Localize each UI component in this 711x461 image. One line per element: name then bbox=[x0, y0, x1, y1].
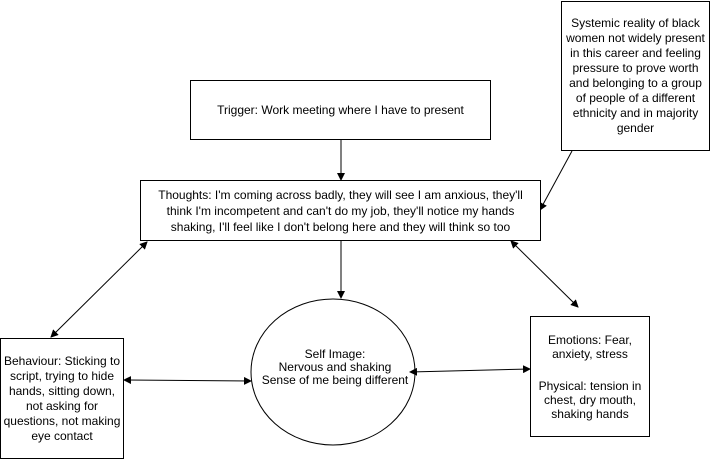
arrow-behaviour-selfimage bbox=[123, 376, 252, 385]
arrow-selfimage-emotions bbox=[409, 365, 531, 376]
self-image-label: Self Image: Nervous and shaking Sense of… bbox=[260, 348, 410, 387]
arrow-thoughts-behaviour bbox=[50, 241, 148, 338]
thoughts-text: Thoughts: I'm coming across badly, they … bbox=[158, 187, 523, 234]
systemic-text: Systemic reality of black women not wide… bbox=[566, 16, 705, 135]
behaviour-box: Behaviour: Sticking to script, trying to… bbox=[0, 338, 124, 459]
arrow-systemic-thoughts bbox=[539, 150, 573, 211]
self-image-title: Self Image: bbox=[304, 347, 366, 361]
emotions-box: Emotions: Fear, anxiety, stress Physical… bbox=[530, 316, 650, 437]
trigger-box: Trigger: Work meeting where I have to pr… bbox=[190, 80, 491, 140]
trigger-text: Trigger: Work meeting where I have to pr… bbox=[217, 102, 464, 117]
systemic-box: Systemic reality of black women not wide… bbox=[561, 1, 710, 151]
arrow-thoughts-emotions bbox=[510, 240, 579, 308]
behaviour-text: Behaviour: Sticking to script, trying to… bbox=[3, 353, 121, 443]
self-image-line2: Nervous and shaking bbox=[278, 360, 392, 374]
thoughts-box: Thoughts: I'm coming across badly, they … bbox=[140, 180, 541, 241]
self-image-line3: Sense of me being different bbox=[261, 373, 409, 387]
physical-text: Physical: tension in chest, dry mouth, s… bbox=[538, 378, 642, 421]
emotions-text: Emotions: Fear, anxiety, stress bbox=[547, 332, 633, 361]
self-image-ellipse bbox=[250, 298, 416, 446]
